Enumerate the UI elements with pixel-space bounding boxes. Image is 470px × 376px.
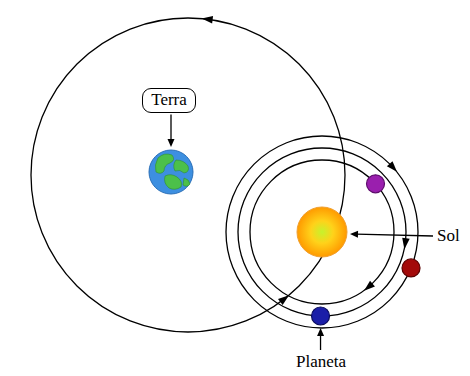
body-label: Planeta <box>296 352 346 372</box>
planet <box>312 307 330 325</box>
earth <box>149 150 193 194</box>
direction-arrowhead <box>364 281 375 291</box>
leader-arrow <box>350 231 433 238</box>
planet <box>367 175 385 193</box>
direction-arrowhead <box>387 161 397 172</box>
leader-arrow <box>317 328 324 350</box>
planet-orbit <box>238 148 406 316</box>
body-label: Sol <box>437 226 460 246</box>
direction-arrowhead <box>278 295 289 305</box>
sun <box>297 207 347 257</box>
planet <box>402 259 420 277</box>
leader-arrow <box>168 115 175 148</box>
node-text: Terra <box>151 90 187 110</box>
label-box: Terra <box>142 88 196 113</box>
direction-arrowhead <box>402 238 410 249</box>
planet-orbit <box>250 160 394 304</box>
sun-apparent-path <box>31 18 345 332</box>
planet-orbit <box>226 136 418 328</box>
direction-arrowhead <box>202 16 213 24</box>
